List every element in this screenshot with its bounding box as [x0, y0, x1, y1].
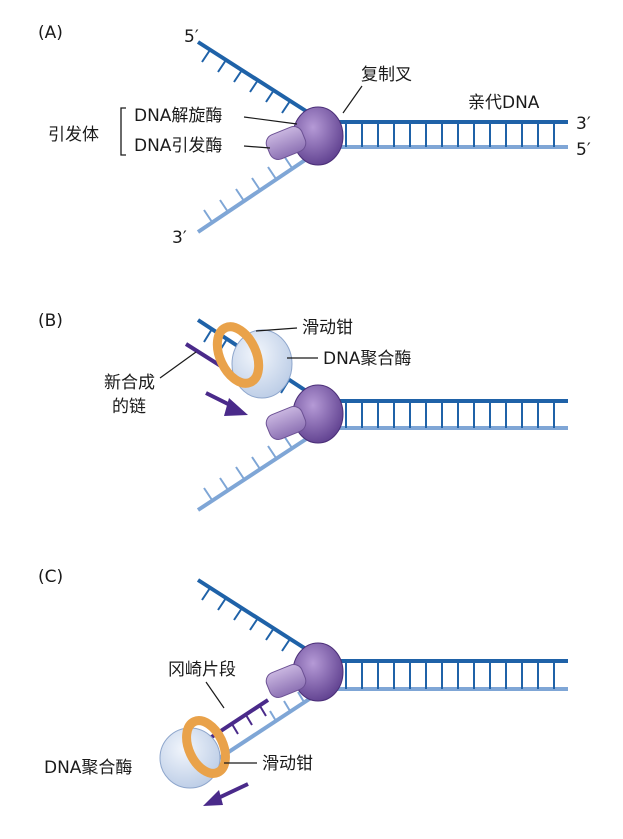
panel-b: (B) [38, 311, 568, 512]
top-arm-end-label: 5′ [184, 27, 199, 47]
base-pair-rungs [345, 401, 555, 428]
top-arm-strand [196, 578, 322, 660]
primosome-label: 引发体 [48, 125, 99, 145]
sliding-clamp-label: 滑动钳 [302, 318, 353, 338]
dna-polymerase-label: DNA聚合酶 [323, 349, 411, 369]
base-pair-rungs [345, 661, 555, 689]
panel-c-tag: (C) [38, 567, 63, 587]
sliding-clamp-label: 滑动钳 [262, 754, 313, 774]
panel-a: (A) 5′ 3′ [38, 23, 591, 248]
panel-b-tag: (B) [38, 311, 63, 331]
primosome-bracket [120, 107, 126, 156]
bottom-arm-strand [196, 428, 322, 512]
bottom-arm-rungs [269, 691, 305, 722]
panel-c: (C) [38, 567, 568, 806]
new-strand-leader-line [159, 351, 197, 379]
primase-shape [265, 406, 307, 440]
okazaki-fragment-strand [202, 698, 270, 744]
helicase-label: DNA解旋酶 [134, 106, 222, 126]
sliding-clamp-shape [212, 322, 264, 388]
bottom-arm-rungs [203, 155, 293, 223]
bottom-arm-end-label: 3′ [172, 228, 187, 248]
okazaki-leader-line [205, 681, 225, 709]
primase-leader-line [243, 145, 271, 149]
primase-label: DNA引发酶 [134, 136, 222, 156]
bottom-arm-rungs [203, 435, 293, 501]
sliding-clamp-shape [182, 716, 230, 778]
panel-a-tag: (A) [38, 23, 63, 43]
parent-dna-label: 亲代DNA [468, 93, 540, 113]
helicase-leader-line [243, 116, 298, 125]
parent-top-end-label: 3′ [576, 114, 591, 134]
top-arm-strand [196, 40, 322, 122]
fork-leader-line [342, 85, 363, 114]
primase-shape [265, 126, 307, 160]
synthesis-arrow-head [224, 398, 248, 416]
bottom-arm-strand [196, 148, 322, 234]
new-strand-label-line2: 的链 [112, 397, 146, 417]
top-arm-rungs [201, 49, 291, 114]
replication-fork-label: 复制叉 [361, 65, 412, 85]
okazaki-fragment-label: 冈崎片段 [168, 660, 236, 680]
new-strand-label-line1: 新合成 [104, 373, 155, 393]
clamp-leader-line [255, 327, 298, 332]
dna-polymerase-label: DNA聚合酶 [44, 758, 132, 778]
parent-bottom-end-label: 5′ [576, 140, 591, 160]
base-pair-rungs [345, 122, 555, 147]
top-arm-rungs [201, 587, 291, 652]
synthesis-arrow-head [203, 790, 223, 806]
primase-shape [265, 664, 307, 698]
